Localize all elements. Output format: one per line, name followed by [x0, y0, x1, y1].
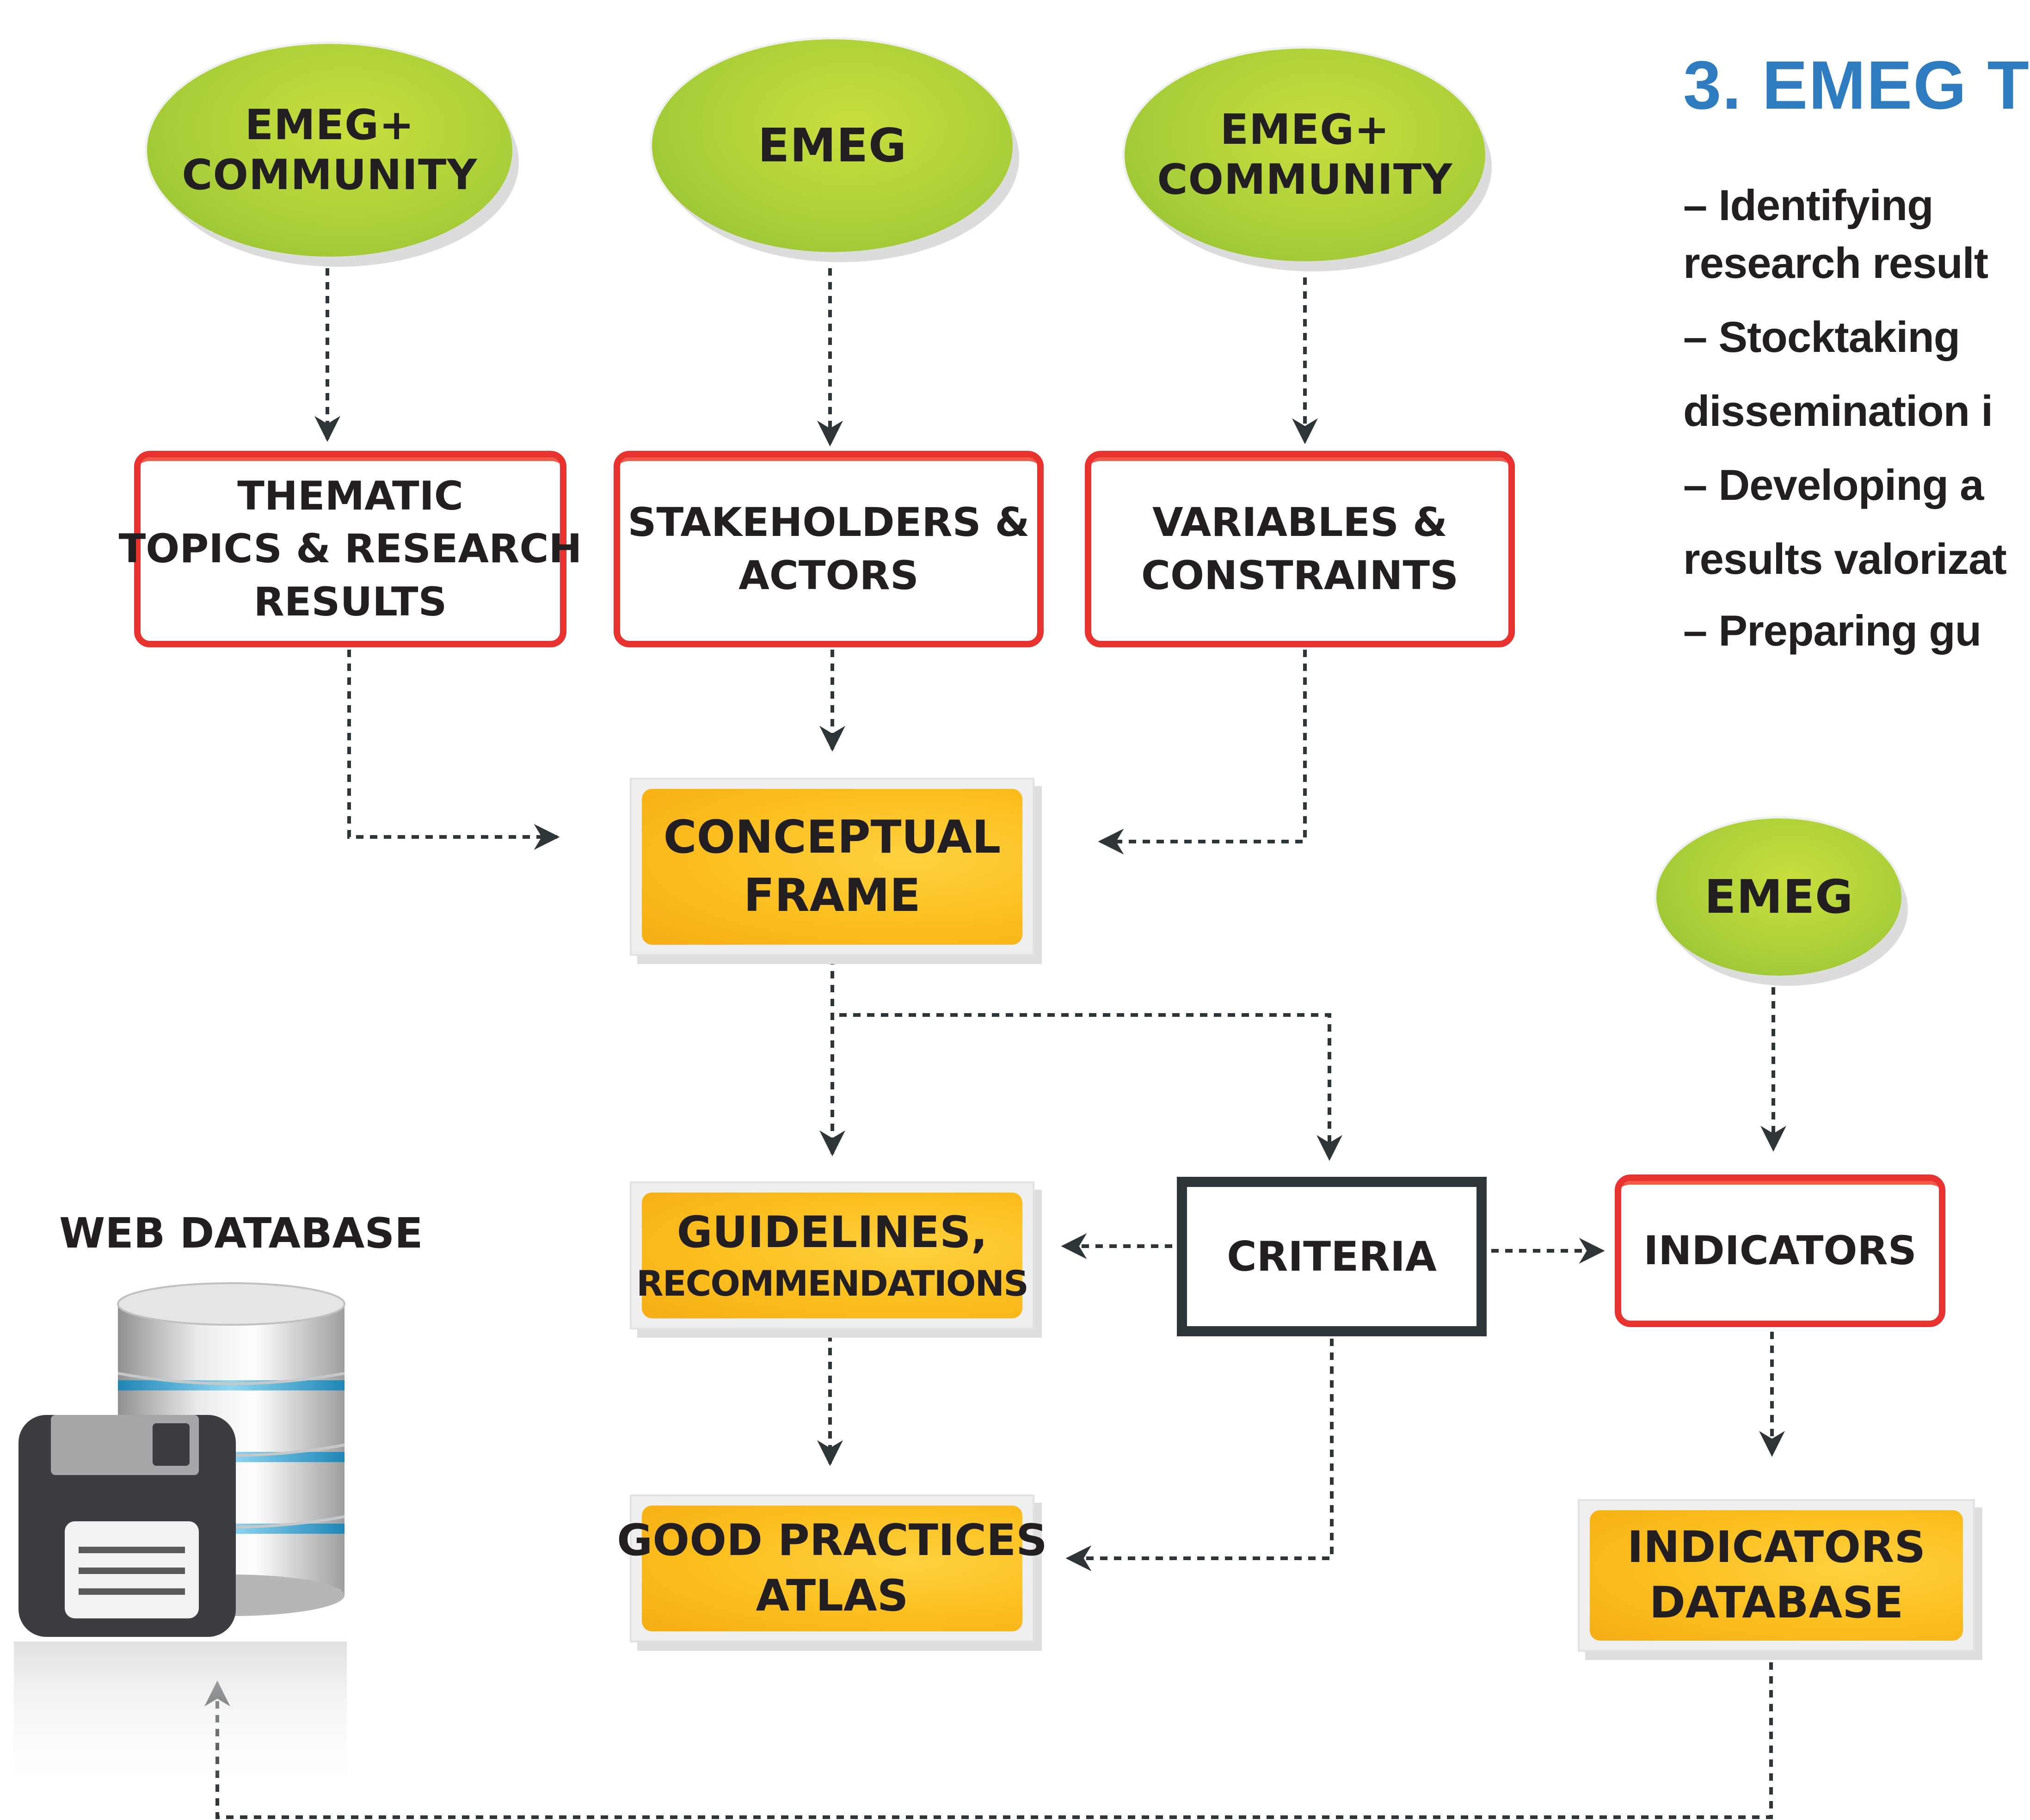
- bullet-line: – Stocktaking: [1683, 313, 1960, 361]
- box-good-practices-atlas: GOOD PRACTICES ATLAS: [617, 1494, 1047, 1642]
- box-thematic-topics: THEMATIC TOPICS & RESEARCH RESULTS: [119, 451, 582, 647]
- box-label-line: RECOMMENDATIONS: [636, 1262, 1029, 1304]
- bullet-line: research result: [1683, 239, 1988, 287]
- oval-label-line: EMEG+: [1220, 105, 1390, 154]
- box-fill: GUIDELINES, RECOMMENDATIONS: [636, 1193, 1029, 1318]
- oval-emeg-center: EMEG: [652, 39, 1013, 252]
- connector-thematic-to-conceptual: [347, 650, 560, 850]
- box-conceptual-frame: CONCEPTUAL FRAME: [630, 778, 1034, 956]
- box-label-line: ATLAS: [756, 1571, 909, 1621]
- web-database-illustration: [14, 1282, 347, 1794]
- oval-label-line: EMEG+: [245, 101, 415, 149]
- section-title: 3. EMEG T: [1683, 47, 2030, 123]
- oval-emeg-community-right: EMEG+ COMMUNITY: [1125, 49, 1485, 261]
- oval-label-line: COMMUNITY: [182, 151, 478, 199]
- box-stakeholders-actors: STAKEHOLDERS & ACTORS: [614, 451, 1044, 647]
- box-fill: CONCEPTUAL FRAME: [642, 789, 1022, 945]
- box-label-line: INDICATORS: [1627, 1522, 1926, 1573]
- bullet-line: results valorizat: [1683, 535, 2007, 583]
- box-guidelines-recommendations: GUIDELINES, RECOMMENDATIONS: [630, 1181, 1034, 1329]
- box-label: CRITERIA: [1227, 1233, 1437, 1280]
- oval-label: EMEG: [1704, 870, 1854, 924]
- bullet-line: – Preparing gu: [1683, 606, 1981, 655]
- connector-criteria-to-good-practices: [1065, 1339, 1334, 1571]
- box-label-line: RESULTS: [253, 578, 447, 625]
- box-label-line: DATABASE: [1649, 1578, 1904, 1628]
- floppy-disk-icon: [18, 1415, 236, 1637]
- box-label-line: CONCEPTUAL: [663, 811, 1001, 864]
- box-label: INDICATORS: [1643, 1227, 1917, 1274]
- box-fill: INDICATORS DATABASE: [1590, 1510, 1963, 1641]
- box-label-line: VARIABLES &: [1152, 499, 1448, 546]
- box-label-line: FRAME: [744, 869, 921, 922]
- box-criteria: CRITERIA: [1177, 1177, 1487, 1336]
- diagram-canvas: EMEG+ COMMUNITY EMEG EMEG+ COMMUNITY EME…: [14, 39, 2029, 1819]
- bullet-line: – Developing a: [1683, 461, 1984, 509]
- box-variables-constraints: VARIABLES & CONSTRAINTS: [1085, 451, 1515, 647]
- connector-indicators-db-to-web-database: [204, 1648, 1773, 1819]
- box-label-line: CONSTRAINTS: [1141, 552, 1459, 599]
- web-database-label: WEB DATABASE: [59, 1209, 423, 1258]
- bullet-line: – Identifying: [1683, 181, 1934, 229]
- oval-emeg-community-left: EMEG+ COMMUNITY: [147, 44, 512, 257]
- oval-emeg-indicators: EMEG: [1656, 818, 1901, 976]
- oval-label-line: COMMUNITY: [1157, 155, 1453, 204]
- box-label-line: THEMATIC: [237, 473, 463, 519]
- connector-variables-to-conceptual: [1098, 650, 1307, 855]
- box-fill: GOOD PRACTICES ATLAS: [617, 1506, 1047, 1631]
- bullet-line: dissemination i: [1683, 387, 1993, 435]
- box-indicators-database: INDICATORS DATABASE: [1578, 1499, 1975, 1652]
- box-label-line: TOPICS & RESEARCH: [118, 526, 582, 572]
- connector-conceptual-to-criteria: [839, 1013, 1342, 1161]
- box-label-line: ACTORS: [738, 552, 919, 599]
- box-indicators: INDICATORS: [1615, 1174, 1945, 1327]
- box-label-line: STAKEHOLDERS &: [627, 499, 1030, 546]
- oval-label: EMEG: [757, 118, 907, 172]
- box-label-line: GUIDELINES,: [677, 1207, 988, 1258]
- box-label-line: GOOD PRACTICES: [617, 1515, 1047, 1566]
